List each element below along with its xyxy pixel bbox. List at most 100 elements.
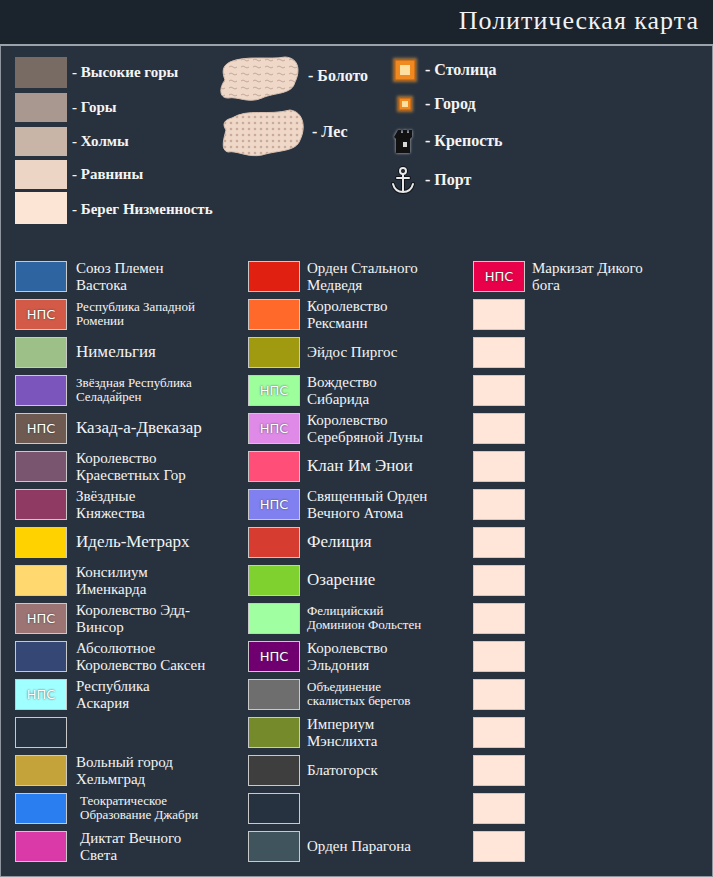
empty-swatch <box>473 527 525 558</box>
legend-text: - Горы <box>72 99 222 116</box>
legend-text: Союз Племен Вастока <box>76 260 186 293</box>
faction-swatch <box>15 527 67 558</box>
legend-text: - Равнины <box>72 166 222 183</box>
empty-swatch <box>473 375 525 406</box>
faction-swatch <box>15 489 67 520</box>
legend-text: Клан Им Энои <box>307 457 467 476</box>
terrain-swatch <box>15 160 67 189</box>
faction-swatch <box>15 375 67 406</box>
faction-swatch <box>15 755 67 786</box>
legend-text: - Столица <box>425 61 497 79</box>
faction-swatch: НПС <box>15 413 67 444</box>
terrain-swatch <box>15 127 67 156</box>
legend-text: Звёздные Княжества <box>76 488 186 521</box>
legend-text: Маркизат Дикого бога <box>532 260 672 293</box>
legend-text: - Высокие горы <box>72 64 222 81</box>
legend-text: Блатогорск <box>307 762 467 779</box>
faction-swatch <box>248 299 300 330</box>
empty-swatch <box>473 755 525 786</box>
legend-text: Вольный город Хельмград <box>76 754 206 787</box>
empty-swatch <box>473 679 525 710</box>
faction-swatch <box>248 451 300 482</box>
capital-icon <box>395 60 415 80</box>
faction-swatch <box>248 337 300 368</box>
legend-text: Диктат Вечного Света <box>80 830 210 863</box>
faction-swatch: НПС <box>15 679 67 710</box>
faction-swatch: НПС <box>248 413 300 444</box>
legend-text: Фелицийский Доминион Фольстен <box>307 604 427 633</box>
empty-swatch <box>473 565 525 596</box>
terrain-swatch <box>15 93 67 122</box>
legend-text: Королевство Эльдония <box>307 640 417 673</box>
legend-text: - Город <box>425 95 476 113</box>
capital-core <box>400 65 410 75</box>
faction-swatch <box>15 451 67 482</box>
legend-text: Орден Парагона <box>307 838 467 855</box>
empty-swatch <box>473 717 525 748</box>
legend-text: Королевство Краесветных Гор <box>76 450 216 483</box>
faction-swatch <box>15 565 67 596</box>
legend-text: Эйдос Пиргос <box>307 344 467 361</box>
faction-swatch <box>15 261 67 292</box>
empty-swatch <box>473 337 525 368</box>
npc-tag: НПС <box>260 497 289 512</box>
legend-text: - Болото <box>308 67 368 85</box>
legend-text: - Лес <box>312 123 348 141</box>
legend-text: Теократическое Образование Джабри <box>80 794 240 823</box>
legend-text: Консилиум Именкарда <box>76 564 186 597</box>
npc-tag: НПС <box>27 307 56 322</box>
legend-text: Озарение <box>307 571 467 590</box>
faction-swatch <box>248 831 300 862</box>
faction-swatch: НПС <box>473 261 525 292</box>
empty-swatch <box>473 413 525 444</box>
fortress-icon <box>394 130 412 153</box>
faction-swatch <box>248 565 300 596</box>
legend-text: Республика Аскария <box>76 678 186 711</box>
faction-swatch <box>15 641 67 672</box>
npc-tag: НПС <box>27 687 56 702</box>
faction-swatch: НПС <box>15 299 67 330</box>
legend-text: Казад-а-Двеказар <box>76 419 241 438</box>
faction-swatch <box>15 831 67 862</box>
legend-text: Идель-Метрарх <box>76 533 241 552</box>
legend-text: Звёздная Республика Селада́йрен <box>76 376 236 405</box>
swamp-sample <box>221 57 298 100</box>
legend-text: Королевство Эдд-Винсор <box>76 602 206 635</box>
city-glow <box>397 96 413 112</box>
npc-tag: НПС <box>260 383 289 398</box>
legend-text: - Порт <box>425 171 471 189</box>
npc-tag: НПС <box>485 269 514 284</box>
legend-text: - Холмы <box>72 133 222 150</box>
legend-text: Республика Западной Ромении <box>76 300 226 329</box>
legend-text: Фелиция <box>307 533 467 552</box>
npc-tag: НПС <box>27 421 56 436</box>
faction-swatch <box>248 755 300 786</box>
npc-tag: НПС <box>260 649 289 664</box>
faction-swatch <box>15 337 67 368</box>
empty-swatch <box>248 793 300 824</box>
terrain-swatch <box>15 57 67 88</box>
port-icon <box>393 168 413 192</box>
faction-swatch: НПС <box>248 641 300 672</box>
legend-text: Вождество Сибарида <box>307 374 417 407</box>
city-core <box>402 101 408 107</box>
legend-text: Королевство Серебряной Луны <box>307 412 447 445</box>
empty-swatch <box>473 489 525 520</box>
legend-text: Священный Орден Вечного Атома <box>307 488 442 521</box>
map-title: Политическая карта <box>459 6 699 36</box>
faction-swatch <box>248 261 300 292</box>
faction-swatch <box>248 603 300 634</box>
legend-text: Объединение скалистых берегов <box>307 680 427 709</box>
terrain-swatch <box>15 192 67 224</box>
npc-tag: НПС <box>260 421 289 436</box>
city-icon <box>399 98 411 110</box>
legend-text: Орден Стального Медведя <box>307 260 457 293</box>
empty-swatch <box>473 793 525 824</box>
forest-sample <box>223 110 303 156</box>
legend-text: Абсолютное Королевство Саксен <box>76 640 221 673</box>
faction-swatch <box>248 717 300 748</box>
legend-text: - Берег Низменность <box>72 201 224 218</box>
npc-tag: НПС <box>27 611 56 626</box>
capital-glow <box>393 58 417 82</box>
